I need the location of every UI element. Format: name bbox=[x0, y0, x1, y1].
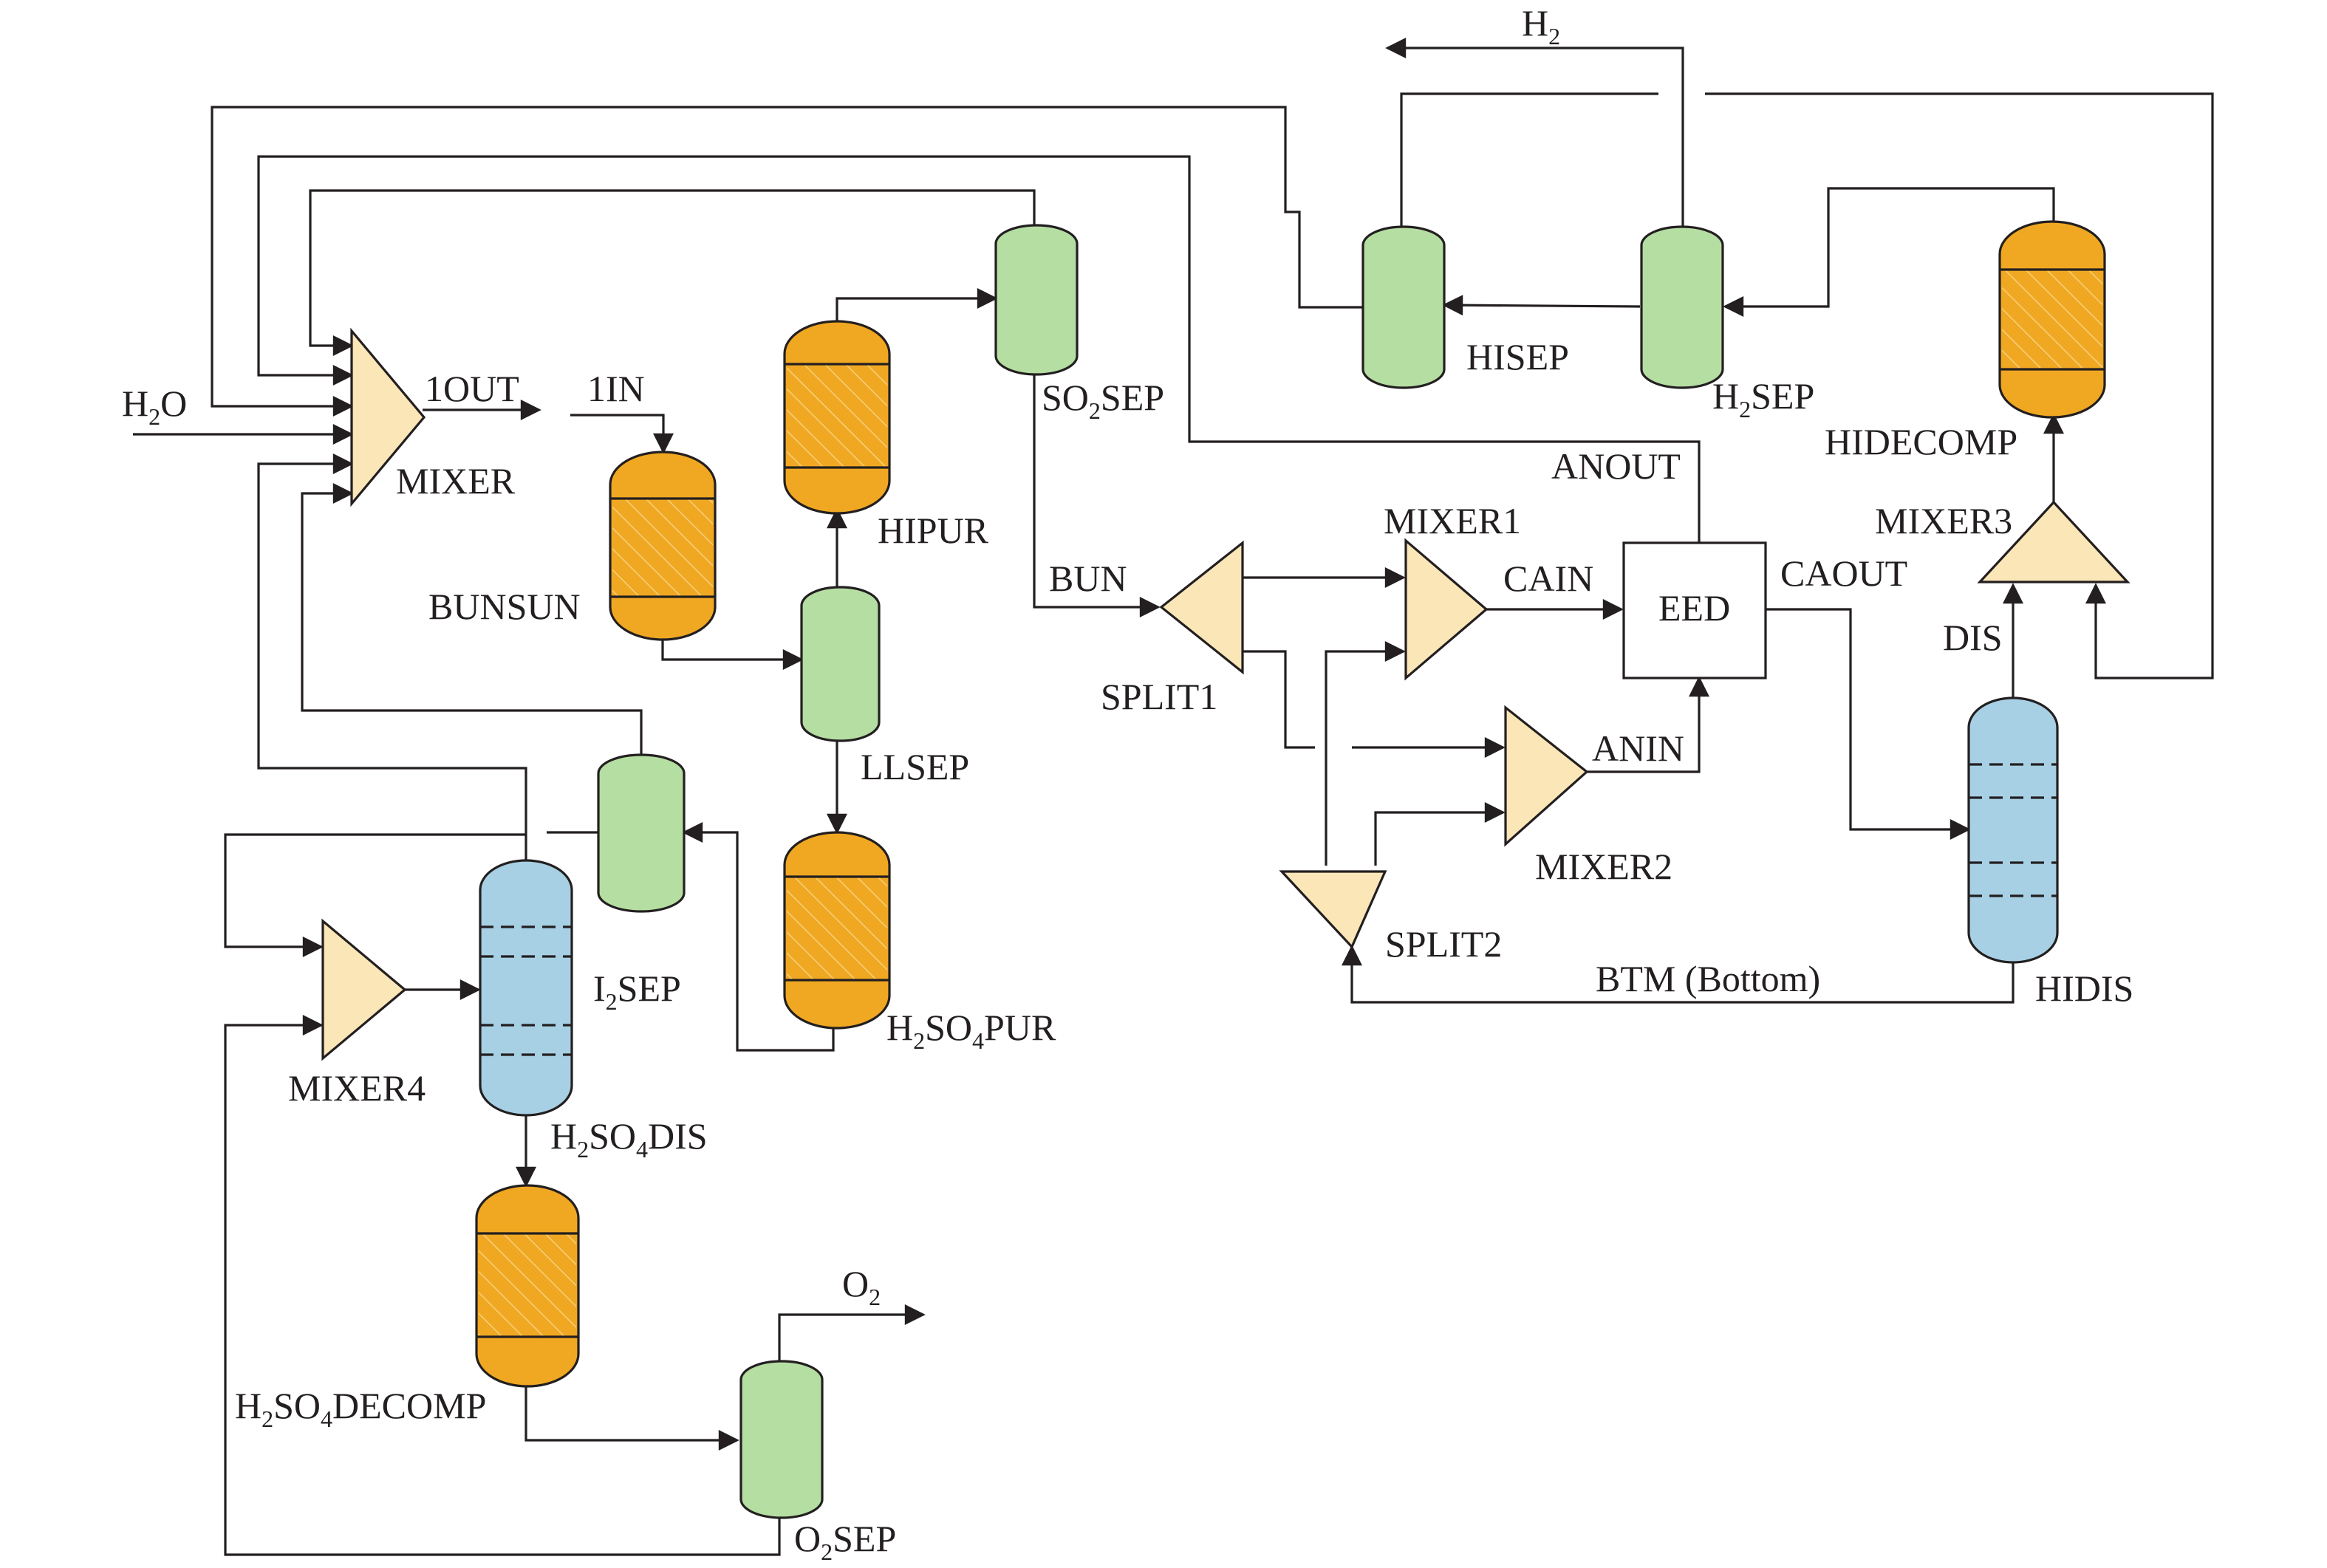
mixer4-unit[interactable] bbox=[321, 918, 407, 1061]
split2-unit[interactable] bbox=[1279, 870, 1387, 949]
h2so4decomp-label: H2SO4DECOMP bbox=[235, 1385, 486, 1432]
split1-label: SPLIT1 bbox=[1101, 676, 1217, 717]
bunsun-to-llsep-line bbox=[661, 634, 804, 670]
mixer2-unit[interactable] bbox=[1504, 705, 1589, 847]
h2o-feed-label: H2O bbox=[122, 383, 187, 430]
stream-1out-label: 1OUT bbox=[425, 368, 519, 409]
llsep-label: LLSEP bbox=[861, 746, 969, 787]
caout-stream-line bbox=[1766, 608, 1971, 840]
stream-caout-label: CAOUT bbox=[1780, 552, 1907, 594]
hisep-overhead-line bbox=[1400, 92, 1658, 229]
stream-anout-label: ANOUT bbox=[1551, 445, 1681, 487]
o2-product-label: O2 bbox=[842, 1263, 881, 1310]
bunsun-label: BUNSUN bbox=[428, 586, 581, 627]
split2-label: SPLIT2 bbox=[1385, 923, 1502, 965]
i2sep-separator[interactable] bbox=[597, 753, 686, 913]
llsep-separator[interactable] bbox=[800, 586, 881, 742]
h2so4pur-to-i2sep-line bbox=[682, 822, 835, 1052]
stream-dis-label: DIS bbox=[1943, 617, 2003, 658]
hisep-recycle-line bbox=[211, 106, 1401, 417]
stream-cain-label: CAIN bbox=[1503, 558, 1593, 599]
h2sep-separator[interactable] bbox=[1640, 225, 1724, 389]
h2sep-label: H2SEP bbox=[1712, 375, 1814, 422]
flow-lines bbox=[133, 38, 2214, 1556]
o2sep-to-mixer4-line bbox=[224, 1015, 781, 1556]
h2so4dis-label: H2SO4DIS bbox=[550, 1115, 708, 1163]
hipur-to-so2sep-line bbox=[836, 288, 998, 321]
hipur-reactor[interactable] bbox=[783, 320, 891, 515]
h2-outlet-line bbox=[1385, 38, 1684, 229]
split2-to-mixer1-line bbox=[1325, 641, 1406, 866]
o2-outlet-line bbox=[778, 1304, 926, 1363]
i2sep-to-mixer4-line bbox=[224, 833, 526, 957]
hidecomp-label: HIDECOMP bbox=[1825, 421, 2017, 462]
hisep-separator[interactable] bbox=[1361, 225, 1446, 389]
so2sep-recycle-line bbox=[309, 189, 1036, 356]
eed-label: EED bbox=[1658, 587, 1730, 629]
hipur-label: HIPUR bbox=[878, 510, 989, 551]
mixer2-label: MIXER2 bbox=[1535, 846, 1672, 887]
stream-btm-label: BTM (Bottom) bbox=[1596, 958, 1820, 999]
i2sep-recycle-line bbox=[301, 483, 643, 755]
o2sep-label: O2SEP bbox=[794, 1518, 896, 1565]
mixer1-label: MIXER1 bbox=[1384, 500, 1521, 541]
h2sep-to-hisep-line bbox=[1442, 295, 1641, 316]
mixer3-label: MIXER3 bbox=[1875, 500, 2012, 541]
o2sep-separator[interactable] bbox=[739, 1360, 824, 1519]
bunsun-reactor[interactable] bbox=[609, 451, 717, 641]
so2sep-separator[interactable] bbox=[994, 224, 1079, 376]
split1-unit[interactable] bbox=[1159, 540, 1244, 675]
hidis-label: HIDIS bbox=[2035, 968, 2133, 1009]
labels: H2O H2 O2 1OUT 1IN MIXER BUNSUN HIPUR SO… bbox=[122, 2, 2133, 1565]
bunsun-inlet-line bbox=[570, 414, 674, 454]
h2so4dis-recycle-line bbox=[257, 453, 527, 864]
stream-1in-label: 1IN bbox=[587, 368, 645, 409]
h2so4pur-reactor[interactable] bbox=[783, 831, 891, 1030]
equipment bbox=[321, 220, 2130, 1519]
mixer4-label: MIXER4 bbox=[288, 1067, 426, 1109]
mixer3-unit[interactable] bbox=[1977, 500, 2130, 583]
anin-stream-line bbox=[1587, 676, 1709, 773]
stream-anin-label: ANIN bbox=[1592, 727, 1684, 769]
decomp-to-o2sep-line bbox=[524, 1381, 739, 1451]
mixer-label: MIXER bbox=[396, 460, 516, 501]
hisep-label: HISEP bbox=[1466, 336, 1569, 377]
split2-to-mixer2-line bbox=[1374, 802, 1506, 866]
mixer1-unit[interactable] bbox=[1404, 538, 1489, 681]
anout-recycle-line bbox=[257, 155, 1701, 543]
h2so4decomp-reactor[interactable] bbox=[475, 1184, 580, 1388]
split1-lower-branch-line bbox=[1243, 650, 1315, 749]
hidecomp-to-h2sep-line bbox=[1723, 187, 2055, 317]
so2sep-label: SO2SEP bbox=[1042, 377, 1164, 424]
mixer3-recycle-line bbox=[1705, 92, 2214, 679]
stream-bun-label: BUN bbox=[1049, 558, 1127, 599]
i2sep-label: I2SEP bbox=[593, 968, 681, 1015]
h2so4dis-column[interactable] bbox=[479, 859, 573, 1117]
h2so4pur-label: H2SO4PUR bbox=[886, 1007, 1056, 1054]
bun-stream-line bbox=[1033, 369, 1161, 617]
btm-stream-line bbox=[1342, 945, 2015, 1004]
eed-unit[interactable] bbox=[1622, 541, 1767, 679]
h2-product-label: H2 bbox=[1522, 2, 1560, 49]
hidis-column[interactable] bbox=[1967, 696, 2059, 964]
hidecomp-reactor[interactable] bbox=[1998, 220, 2106, 419]
mixer-unit[interactable] bbox=[350, 327, 426, 507]
